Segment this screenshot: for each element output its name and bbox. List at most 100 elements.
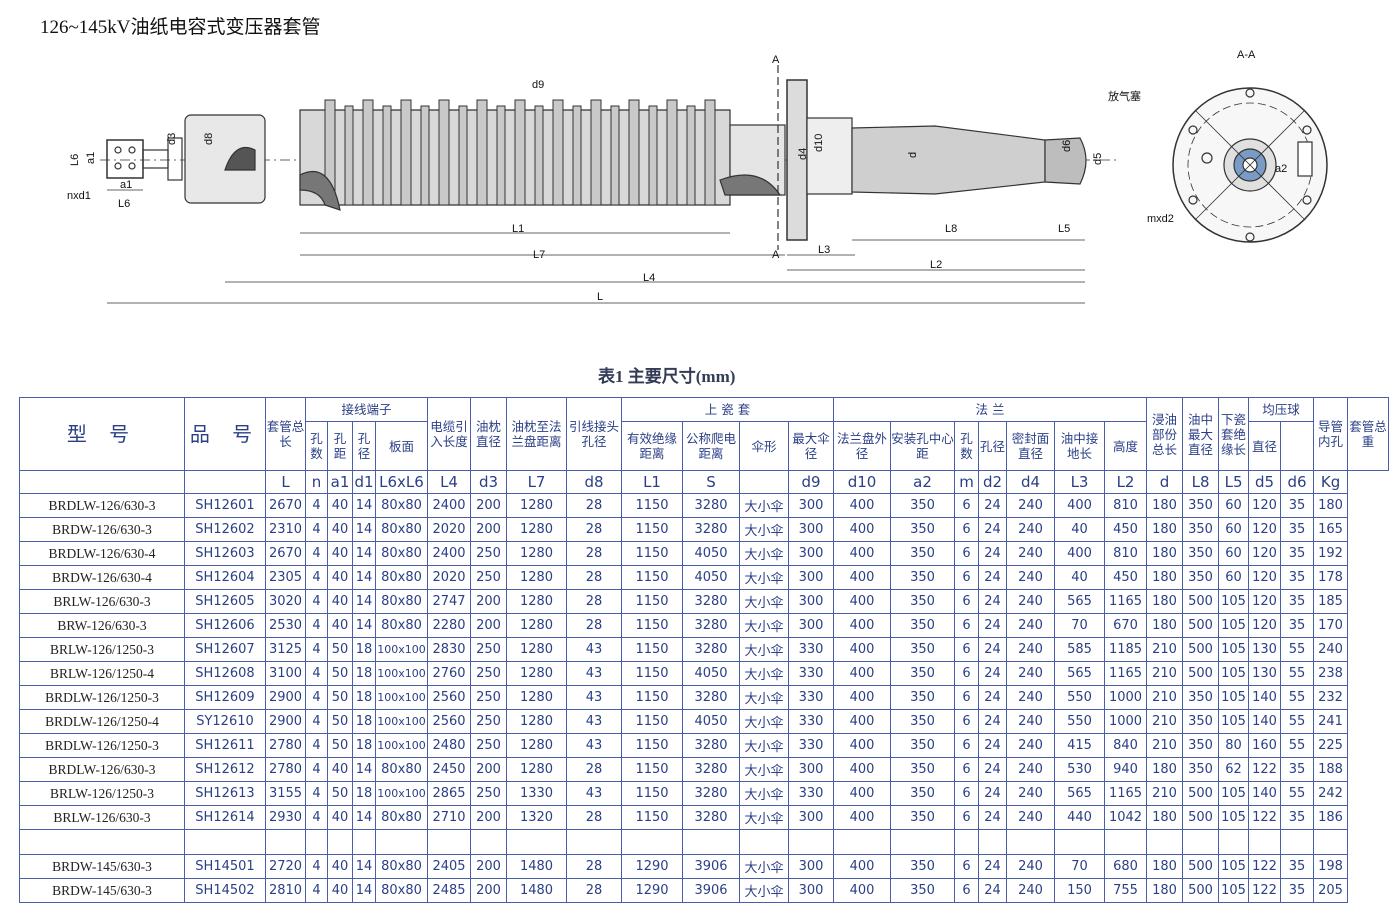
table-cell: 1150 [621, 637, 684, 662]
table-cell: 50 [327, 781, 353, 806]
table-cell: 120 [1248, 493, 1282, 518]
model-cell: BRLW-126/630-3 [19, 805, 185, 830]
table-cell: 400 [833, 878, 892, 903]
symbol-cell: L6xL6 [374, 470, 429, 494]
table-cell: 1280 [506, 661, 568, 686]
table-cell: 3280 [682, 589, 741, 614]
table-cell: 250 [470, 661, 508, 686]
table-cell: 300 [788, 854, 835, 879]
col-oil-dia: 油中最大直径 [1182, 397, 1220, 471]
table-cell: 1150 [621, 781, 684, 806]
table-cell: 130 [1248, 637, 1282, 662]
sub-a1: 孔距 [327, 421, 353, 471]
table-cell: 240 [1006, 517, 1056, 542]
table-cell: 330 [788, 661, 835, 686]
table-cell: 105 [1218, 685, 1250, 710]
table-cell: 80x80 [374, 541, 429, 566]
table-cell: 4 [305, 709, 328, 734]
table-cell: 530 [1054, 757, 1106, 782]
table-cell: 4050 [682, 565, 741, 590]
table-cell: 120 [1248, 517, 1282, 542]
table-cell: 105 [1218, 878, 1250, 903]
col-conservator-dia: 油枕直径 [470, 397, 508, 471]
empty-cell [739, 829, 790, 855]
table-cell: 178 [1313, 565, 1349, 590]
empty-cell [682, 829, 741, 855]
page-title: 126~145kV油纸电容式变压器套管 [40, 17, 321, 38]
model-cell: BRLW-126/1250-3 [19, 637, 185, 662]
sub-d1: 孔径 [352, 421, 376, 471]
symbol-cell: L8 [1182, 470, 1220, 494]
table-cell: 50 [327, 733, 353, 758]
table-cell: 40 [327, 541, 353, 566]
table-cell: 大小伞 [739, 733, 790, 758]
table-cell: 1000 [1104, 685, 1148, 710]
table-cell: 330 [788, 637, 835, 662]
table-cell: 232 [1313, 685, 1349, 710]
table-cell: 43 [566, 781, 623, 806]
table-cell: 1150 [621, 733, 684, 758]
model-cell: BRDLW-126/1250-4 [19, 709, 185, 734]
table-cell: 240 [1006, 637, 1056, 662]
table-cell: 55 [1280, 637, 1315, 662]
table-cell: 40 [327, 493, 353, 518]
table-cell: 3100 [265, 661, 306, 686]
table-cell: 180 [1146, 565, 1184, 590]
table-cell: 100x100 [374, 661, 429, 686]
table-cell: 3280 [682, 685, 741, 710]
table-cell: 122 [1248, 757, 1282, 782]
empty-cell [1104, 829, 1148, 855]
table-cell: 180 [1146, 517, 1184, 542]
table-cell: 80x80 [374, 854, 429, 879]
table-cell: 大小伞 [739, 541, 790, 566]
table-cell: 2400 [427, 493, 472, 518]
table-cell: 43 [566, 661, 623, 686]
empty-cell [374, 829, 429, 855]
svg-text:a1: a1 [85, 152, 97, 164]
table-cell: 350 [890, 565, 956, 590]
sub-height: 高度 [1104, 421, 1148, 471]
svg-text:A: A [772, 54, 780, 66]
symbol-cell: n [305, 470, 328, 494]
table-cell: 4 [305, 661, 328, 686]
table-cell: 6 [954, 541, 980, 566]
table-cell: 6 [954, 613, 980, 638]
dimension-table: 型 号 品 号 套管总长 接线端子 电缆引入长度 油枕直径 油枕至法兰盘距离 引… [19, 397, 1389, 903]
table-cell: 3906 [682, 878, 741, 903]
table-cell: 2280 [427, 613, 472, 638]
table-cell: 400 [833, 757, 892, 782]
table-cell: 120 [1248, 613, 1282, 638]
table-cell: 205 [1313, 878, 1349, 903]
table-cell: 330 [788, 781, 835, 806]
table-cell: 120 [1248, 565, 1282, 590]
table-cell: 400 [833, 565, 892, 590]
table-cell: 4 [305, 781, 328, 806]
table-cell: 1150 [621, 709, 684, 734]
table-cell: 2865 [427, 781, 472, 806]
model-cell: BRLW-126/630-3 [19, 589, 185, 614]
table-cell: 350 [890, 878, 956, 903]
table-cell: 300 [788, 493, 835, 518]
svg-text:d: d [907, 152, 919, 158]
table-cell: 3125 [265, 637, 306, 662]
table-cell: 14 [352, 493, 376, 518]
symbol-cell: a1 [327, 470, 353, 494]
table-cell: 24 [978, 493, 1008, 518]
table-cell: 100x100 [374, 637, 429, 662]
empty-cell [954, 829, 980, 855]
part-no-cell: SH12604 [184, 565, 266, 590]
empty-cell [1313, 829, 1349, 855]
sub-m: 孔数 [954, 421, 980, 471]
table-cell: 大小伞 [739, 878, 790, 903]
table-cell: 400 [833, 589, 892, 614]
table-cell: 300 [788, 565, 835, 590]
table-cell: 1280 [506, 757, 568, 782]
table-cell: 60 [1218, 517, 1250, 542]
table-cell: 1280 [506, 589, 568, 614]
symbol-cell [739, 470, 790, 494]
table-cell: 40 [327, 757, 353, 782]
model-cell: BRDW-126/630-3 [19, 517, 185, 542]
table-cell: 4 [305, 589, 328, 614]
table-cell: 300 [788, 757, 835, 782]
table-cell: 240 [1006, 493, 1056, 518]
